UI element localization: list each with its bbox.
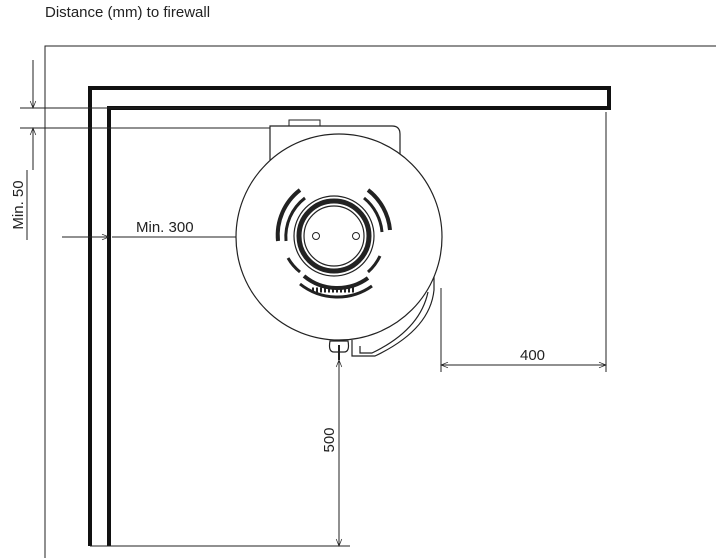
top-clearance-label: Min. 50 xyxy=(10,180,27,229)
top-clearance-dimension: Min. 50 xyxy=(10,60,270,240)
firewall-corner xyxy=(88,86,611,546)
room-boundary xyxy=(44,45,716,558)
diagram-title: Distance (mm) to firewall xyxy=(45,4,211,21)
right-clearance-dimension: 400 xyxy=(440,112,607,372)
side-clearance-label: Min. 300 xyxy=(136,219,194,236)
front-clearance-label: 500 xyxy=(321,427,338,452)
right-clearance-label: 400 xyxy=(520,347,545,364)
front-clearance-dimension: 500 xyxy=(90,359,350,547)
stove xyxy=(235,119,443,360)
